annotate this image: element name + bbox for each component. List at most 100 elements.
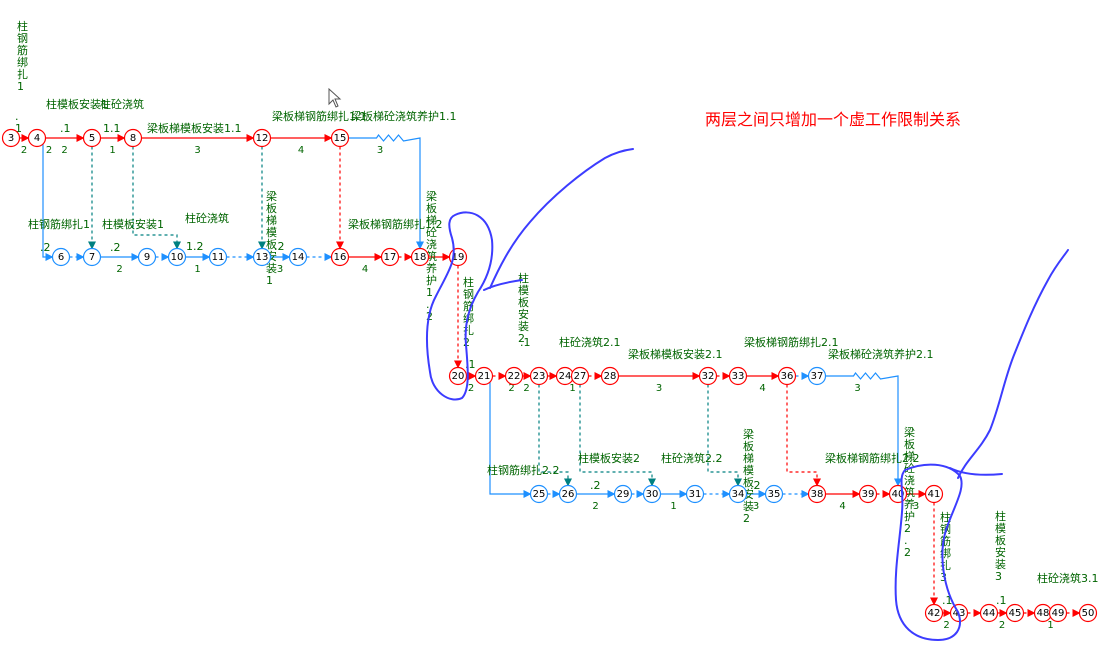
- duration-label: 3: [194, 145, 200, 156]
- node-32[interactable]: 32: [698, 366, 718, 386]
- scribble-loop-2: [894, 463, 963, 641]
- node-21[interactable]: 21: [474, 366, 494, 386]
- node-number: 29: [617, 489, 630, 500]
- node-number: 22: [508, 371, 521, 382]
- node-37[interactable]: 37: [807, 366, 827, 386]
- activity-label: 1.2: [186, 240, 204, 253]
- node-number: 32: [702, 371, 715, 382]
- node-number: 34: [732, 489, 745, 500]
- duration-label: 2: [468, 383, 474, 394]
- node-23[interactable]: 23: [529, 366, 549, 386]
- node-3[interactable]: 3: [1, 128, 21, 148]
- node-11[interactable]: 11: [208, 247, 228, 267]
- activity-label: .1: [60, 122, 71, 135]
- node-38[interactable]: 38: [807, 484, 827, 504]
- node-18[interactable]: 18: [410, 247, 430, 267]
- node-8[interactable]: 8: [123, 128, 143, 148]
- node-number: 21: [478, 371, 491, 382]
- node-31[interactable]: 31: [685, 484, 705, 504]
- node-number: 6: [58, 252, 64, 263]
- edge-32-34: [707, 384, 742, 487]
- activity-label: 梁板梯钢筋绑扎2.2: [825, 451, 920, 465]
- node-6[interactable]: 6: [51, 247, 71, 267]
- node-25[interactable]: 25: [529, 484, 549, 504]
- node-number: 33: [732, 371, 745, 382]
- node-45[interactable]: 45: [1005, 603, 1025, 623]
- node-49[interactable]: 49: [1048, 603, 1068, 623]
- scribble-stroke-3: [957, 249, 1069, 479]
- node-13[interactable]: 13: [252, 247, 272, 267]
- node-9[interactable]: 9: [137, 247, 157, 267]
- node-14[interactable]: 14: [288, 247, 308, 267]
- hand-drawn-scribbles: [425, 148, 1069, 641]
- edge-23-26: [538, 384, 572, 487]
- node-24[interactable]: 24: [555, 366, 575, 386]
- node-10[interactable]: 10: [167, 247, 187, 267]
- node-number: 3: [8, 133, 14, 144]
- node-27[interactable]: 27: [570, 366, 590, 386]
- scribble-stroke-2: [483, 279, 523, 291]
- node-number: 14: [292, 252, 305, 263]
- node-28[interactable]: 28: [600, 366, 620, 386]
- duration-label: 1: [1047, 620, 1053, 631]
- scribble-stroke-4: [949, 467, 1003, 476]
- node-7[interactable]: 7: [82, 247, 102, 267]
- duration-label: 3: [277, 264, 283, 275]
- node-number: 41: [928, 489, 941, 500]
- activity-label: 梁板梯模板安装2.1: [628, 347, 723, 361]
- duration-label: 1: [194, 264, 200, 275]
- node-number: 10: [171, 252, 184, 263]
- node-22[interactable]: 22: [504, 366, 524, 386]
- node-20[interactable]: 20: [448, 366, 468, 386]
- edges-layer: [19, 133, 1081, 617]
- node-number: 25: [533, 489, 546, 500]
- duration-label: 1: [109, 145, 115, 156]
- node-5[interactable]: 5: [82, 128, 102, 148]
- node-42[interactable]: 42: [924, 603, 944, 623]
- node-number: 31: [689, 489, 702, 500]
- node-15[interactable]: 15: [330, 128, 350, 148]
- node-41[interactable]: 41: [924, 484, 944, 504]
- annotation-text: 两层之间只增加一个虚工作限制关系: [705, 110, 962, 129]
- duration-label: 2: [999, 620, 1005, 631]
- node-number: 49: [1052, 608, 1065, 619]
- edge-21-25: [489, 382, 532, 498]
- node-30[interactable]: 30: [642, 484, 662, 504]
- node-number: 20: [452, 371, 465, 382]
- activity-label: 梁板梯钢筋绑扎1.2: [348, 217, 443, 231]
- node-number: 5: [89, 133, 95, 144]
- activity-label: .1: [520, 336, 531, 349]
- node-number: 39: [862, 489, 875, 500]
- node-40[interactable]: 40: [888, 484, 908, 504]
- node-44[interactable]: 44: [979, 603, 999, 623]
- duration-label: 4: [759, 383, 765, 394]
- node-29[interactable]: 29: [613, 484, 633, 504]
- activity-label: 柱砼浇筑2.2: [661, 451, 723, 465]
- node-number: 19: [452, 252, 465, 263]
- node-36[interactable]: 36: [777, 366, 797, 386]
- node-34[interactable]: 34: [728, 484, 748, 504]
- node-39[interactable]: 39: [858, 484, 878, 504]
- node-16[interactable]: 16: [330, 247, 350, 267]
- node-4[interactable]: 4: [27, 128, 47, 148]
- node-number: 45: [1009, 608, 1022, 619]
- node-number: 42: [928, 608, 941, 619]
- node-50[interactable]: 50: [1078, 603, 1098, 623]
- activity-label: 梁板梯模板安装1.1: [147, 121, 242, 135]
- node-number: 13: [256, 252, 269, 263]
- node-number: 26: [562, 489, 575, 500]
- activity-label: 柱模板安装2: [578, 451, 640, 465]
- node-35[interactable]: 35: [764, 484, 784, 504]
- node-33[interactable]: 33: [728, 366, 748, 386]
- duration-label: 1: [670, 501, 676, 512]
- activity-label: 柱砼浇筑2.1: [559, 335, 621, 349]
- node-12[interactable]: 12: [252, 128, 272, 148]
- node-17[interactable]: 17: [380, 247, 400, 267]
- activity-label: 柱模板安装1: [102, 217, 164, 231]
- node-26[interactable]: 26: [558, 484, 578, 504]
